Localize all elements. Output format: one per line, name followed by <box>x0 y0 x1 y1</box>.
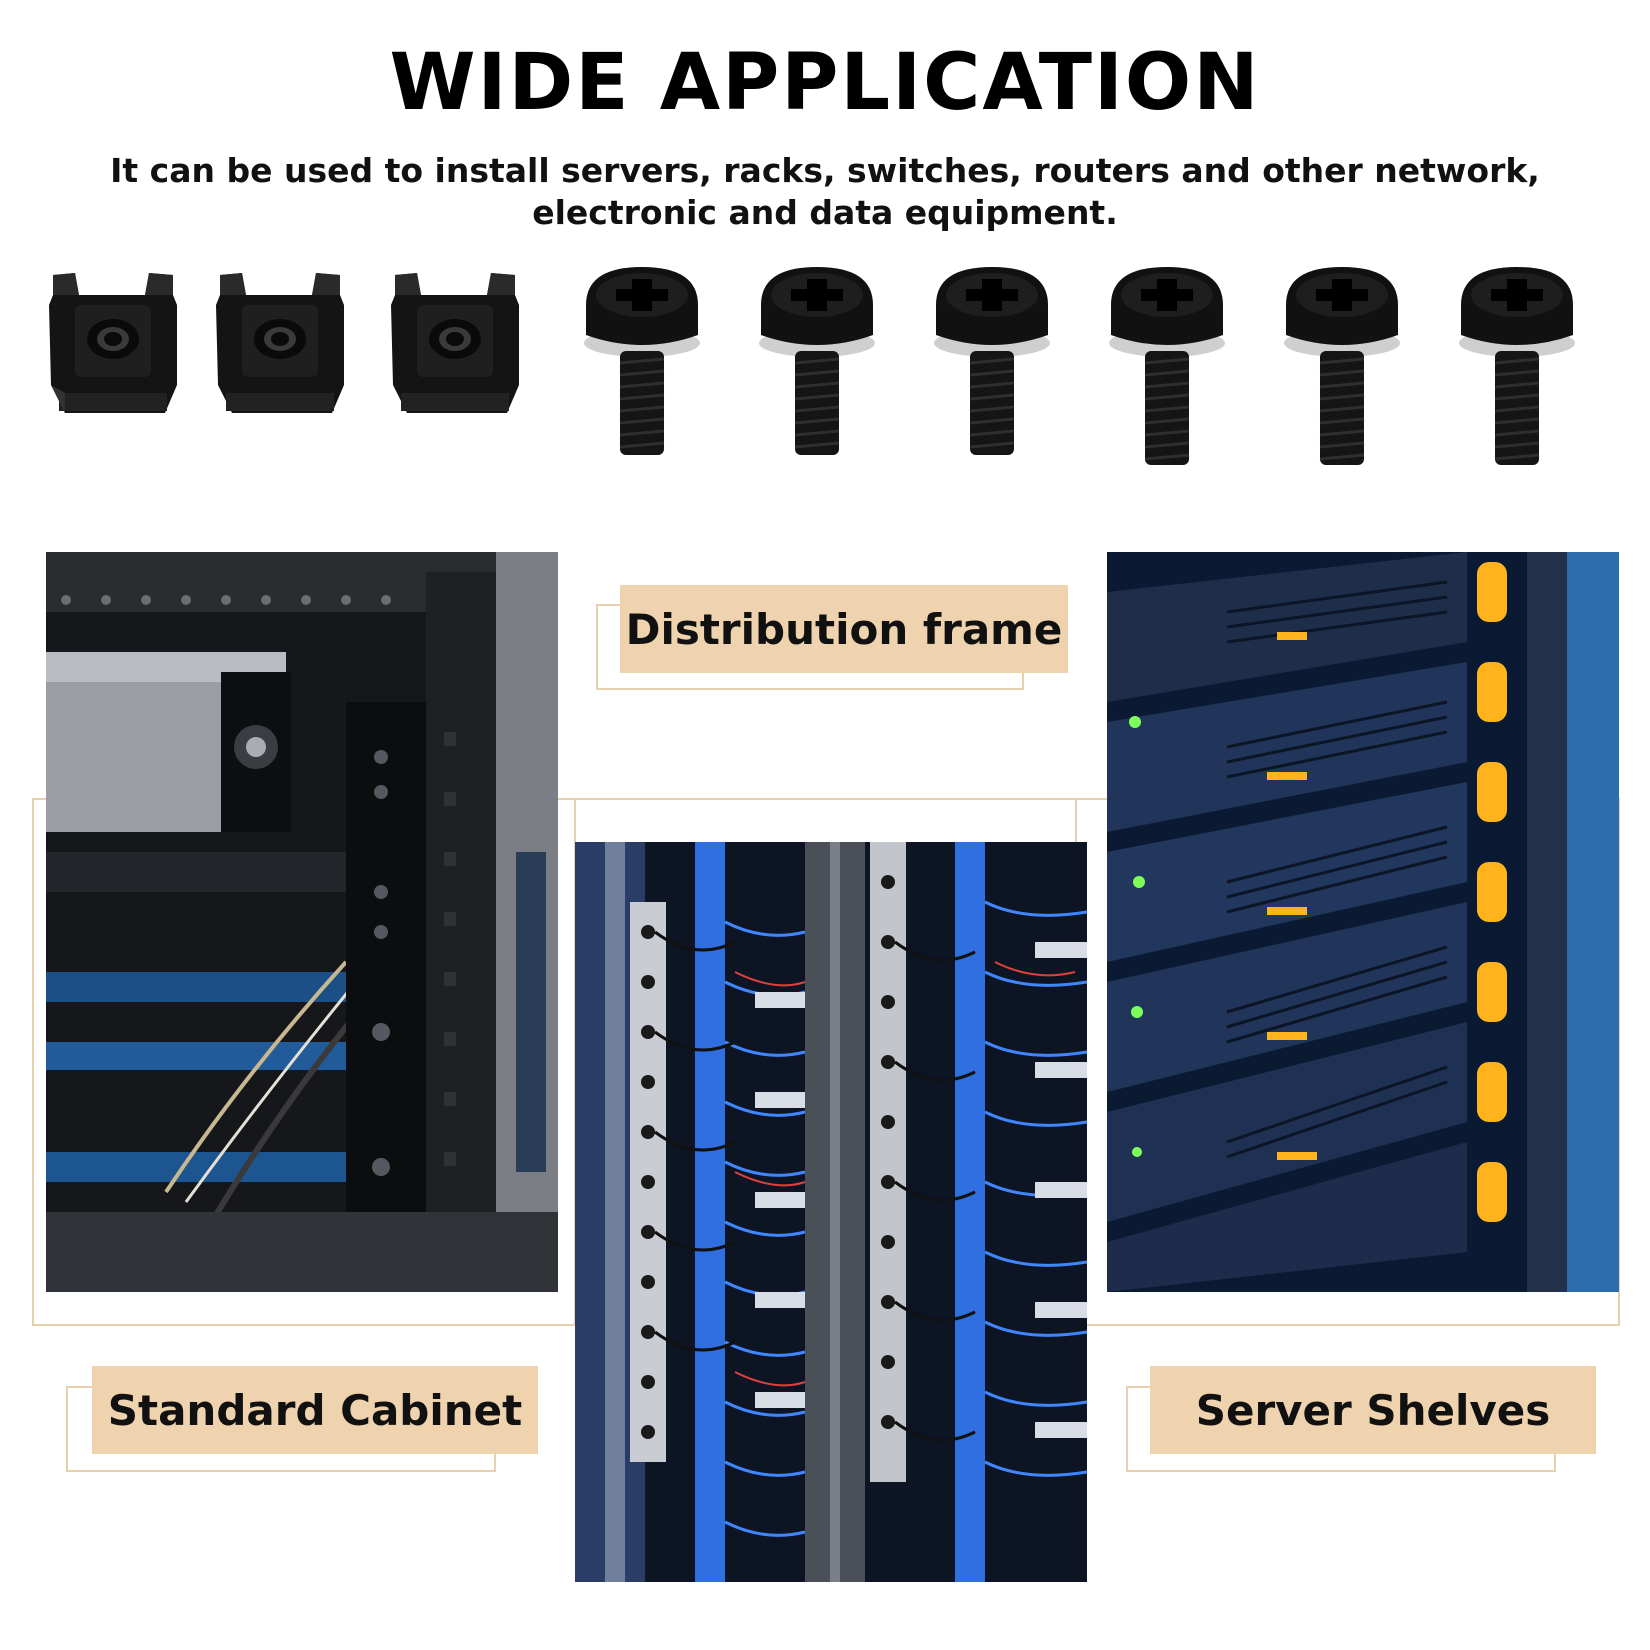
standard-cabinet-label-text: Standard Cabinet <box>107 1385 523 1435</box>
hardware-parts-row <box>40 265 1610 490</box>
decorative-frame-top <box>555 798 1095 800</box>
page-title: WIDE APPLICATION <box>389 38 1261 128</box>
distribution-frame-label: Distribution frame <box>620 585 1068 673</box>
distribution-frame-label-text: Distribution frame <box>625 604 1063 654</box>
cage-nut-image <box>387 265 522 429</box>
server-shelves-photo <box>1107 552 1619 1292</box>
screw-image <box>1455 265 1580 479</box>
screw-image <box>1105 265 1230 479</box>
screw-image <box>755 265 880 469</box>
standard-cabinet-label: Standard Cabinet <box>92 1366 538 1454</box>
subtitle-line-1: It can be used to install servers, racks… <box>110 151 1540 190</box>
screw-image <box>1280 265 1405 479</box>
page-subtitle: It can be used to install servers, racks… <box>60 150 1590 234</box>
cage-nut-image <box>45 265 180 429</box>
server-shelves-label: Server Shelves <box>1150 1366 1596 1454</box>
cage-nut-image <box>212 265 347 429</box>
screw-image <box>930 265 1055 469</box>
distribution-frame-photo <box>575 842 1087 1582</box>
server-shelves-label-text: Server Shelves <box>1195 1385 1551 1435</box>
subtitle-line-2: electronic and data equipment. <box>532 193 1118 232</box>
screw-image <box>580 265 705 469</box>
standard-cabinet-photo <box>46 552 558 1292</box>
